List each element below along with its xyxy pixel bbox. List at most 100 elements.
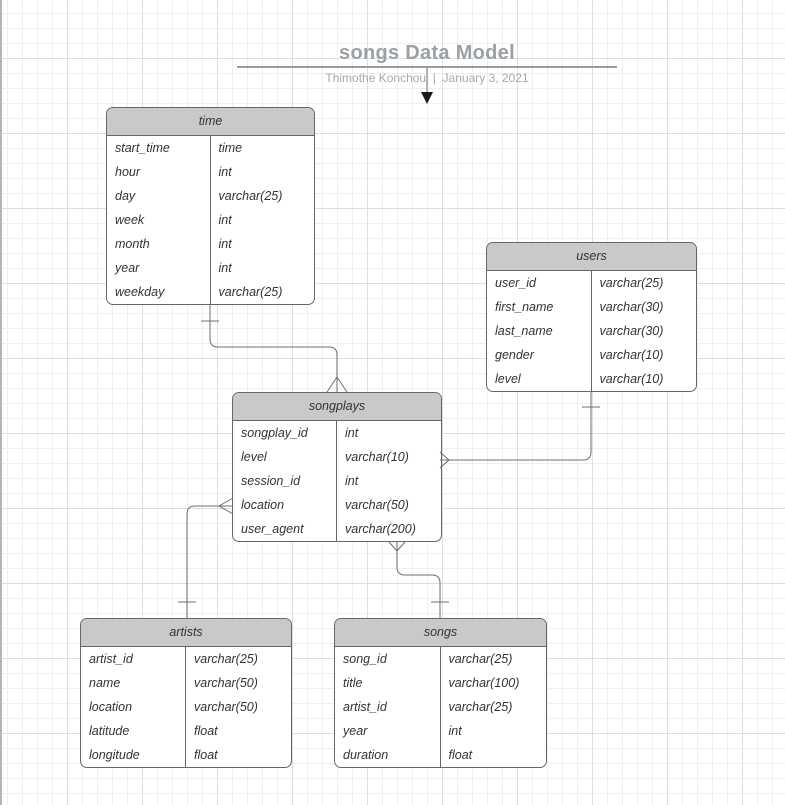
connector-line [186, 505, 219, 618]
field-row-songplay_id: songplay_id int [233, 421, 441, 445]
connector-time-songplays[interactable] [201, 305, 348, 393]
field-name: month [107, 232, 211, 256]
field-type: varchar(10) [599, 372, 664, 386]
field-name: user_id [487, 271, 592, 295]
field-type: varchar(30) [599, 300, 664, 314]
field-name: gender [487, 343, 592, 367]
field-name: session_id [233, 469, 337, 493]
field-type: varchar(50) [194, 676, 258, 690]
field-type: int [218, 237, 232, 251]
diagram-subtitle: Thimothe Konchou | January 3, 2021 [325, 71, 529, 85]
table-title: songplays [233, 393, 441, 421]
field-name: name [81, 671, 186, 695]
field-name: songplay_id [233, 421, 337, 445]
field-name: latitude [81, 719, 186, 743]
connector-line [396, 551, 441, 618]
field-type: varchar(25) [448, 652, 513, 666]
field-name: weekday [107, 280, 211, 304]
field-row-song_id: song_id varchar(25) [335, 647, 546, 671]
arrow-head-icon [421, 92, 433, 104]
field-row-session_id: session_id int [233, 469, 441, 493]
field-name: song_id [335, 647, 441, 671]
table-title: songs [335, 619, 546, 647]
field-name: artist_id [81, 647, 186, 671]
field-row-level: level varchar(10) [233, 445, 441, 469]
field-name: level [233, 445, 337, 469]
field-name: longitude [81, 743, 186, 767]
many-crowfoot-icon [218, 497, 234, 515]
field-row-longitude: longitude float [81, 743, 291, 767]
field-row-name: name varchar(50) [81, 671, 291, 695]
many-crowfoot-icon [326, 376, 348, 393]
field-name: week [107, 208, 211, 232]
many-crowfoot-icon [388, 541, 406, 552]
field-name: location [81, 695, 186, 719]
field-row-day: day varchar(25) [107, 184, 314, 208]
diagram-title: songs Data Model [339, 42, 515, 64]
field-type: varchar(10) [345, 450, 409, 464]
field-type: varchar(30) [599, 324, 664, 338]
field-row-first_name: first_name varchar(30) [487, 295, 696, 319]
field-name: day [107, 184, 211, 208]
field-type: varchar(200) [345, 522, 416, 536]
field-name: duration [335, 743, 441, 767]
field-row-artist_id: artist_id varchar(25) [335, 695, 546, 719]
field-type: int [218, 261, 232, 275]
field-name: year [335, 719, 441, 743]
field-type: int [218, 213, 232, 227]
field-type: varchar(100) [448, 676, 520, 690]
table-title: time [107, 108, 314, 136]
connector-users-songplays[interactable] [439, 392, 600, 469]
field-type: int [448, 724, 462, 738]
field-type: float [448, 748, 473, 762]
field-type: int [345, 426, 359, 440]
field-type: time [218, 141, 243, 155]
table-title: artists [81, 619, 291, 647]
field-type: varchar(25) [218, 189, 283, 203]
field-row-user_id: user_id varchar(25) [487, 271, 696, 295]
field-name: user_agent [233, 517, 337, 541]
field-type: int [345, 474, 359, 488]
connector-line [209, 305, 338, 377]
field-row-gender: gender varchar(10) [487, 343, 696, 367]
field-name: first_name [487, 295, 592, 319]
field-type: varchar(25) [599, 276, 664, 290]
field-row-start_time: start_time time [107, 136, 314, 160]
field-type: varchar(50) [194, 700, 258, 714]
field-type: int [218, 165, 232, 179]
field-type: varchar(25) [448, 700, 513, 714]
connector-songs-songplays[interactable] [388, 541, 449, 618]
field-type: float [194, 748, 218, 762]
field-row-month: month int [107, 232, 314, 256]
connector-artists-songplays[interactable] [178, 497, 234, 618]
canvas-edge-strip [0, 0, 2, 805]
field-type: varchar(50) [345, 498, 409, 512]
field-name: level [487, 367, 592, 391]
field-name: start_time [107, 136, 211, 160]
field-row-location: location varchar(50) [81, 695, 291, 719]
field-row-user_agent: user_agent varchar(200) [233, 517, 441, 541]
field-type: varchar(10) [599, 348, 664, 362]
field-name: artist_id [335, 695, 441, 719]
